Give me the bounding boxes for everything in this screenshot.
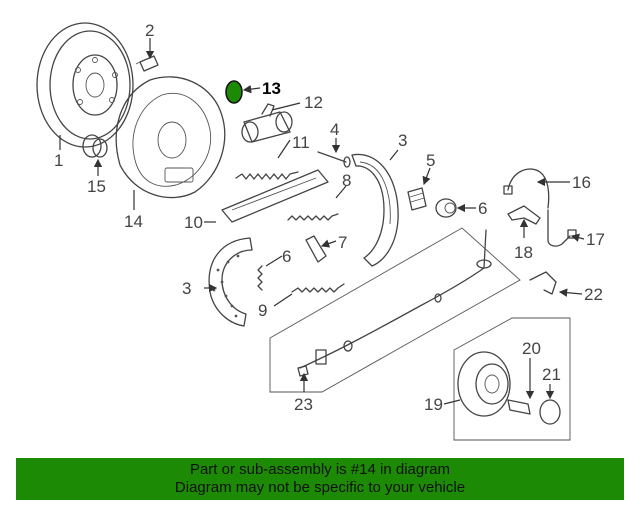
adjuster-spring-9[interactable]: [287, 213, 339, 221]
brake-shoe-lower[interactable]: [208, 237, 253, 327]
brake-hose[interactable]: [503, 168, 550, 209]
lever-8[interactable]: [305, 235, 327, 263]
callout-14: 13: [262, 79, 281, 98]
hose-bracket[interactable]: [507, 205, 541, 225]
callout-23: 22: [584, 285, 603, 304]
hub-assembly-box[interactable]: [453, 317, 571, 441]
backing-plate[interactable]: [115, 76, 226, 199]
callout-5: 5: [426, 151, 435, 170]
callout-3-upper: 3: [398, 131, 407, 150]
callout-16: 15: [87, 177, 106, 196]
callout-9: 8: [342, 171, 351, 190]
banner-line-part: Part or sub-assembly is #14 in diagram: [189, 461, 451, 478]
callout-19: 18: [514, 243, 533, 262]
callout-15: 14: [124, 212, 143, 231]
highlighted-plug-14[interactable]: [225, 80, 243, 104]
callout-8: 7: [338, 233, 347, 252]
parking-cable-box[interactable]: [269, 227, 521, 393]
callout-7: 6: [282, 247, 291, 266]
spring-10[interactable]: [291, 283, 345, 293]
banner-line-disclaimer: Diagram may not be specific to your vehi…: [174, 479, 466, 496]
brake-line[interactable]: [547, 209, 577, 247]
hold-down-pin[interactable]: [317, 151, 351, 168]
callout-21: 20: [522, 339, 541, 358]
return-spring-12[interactable]: [235, 171, 299, 180]
callout-6: 6: [478, 199, 487, 218]
wheel-bolt[interactable]: [135, 55, 159, 72]
brake-drum[interactable]: [36, 22, 134, 148]
callout-10: 9: [258, 301, 267, 320]
callout-2: 2: [145, 21, 154, 40]
info-banner: Part or sub-assembly is #14 in diagram D…: [16, 458, 624, 500]
callout-12: 11: [292, 133, 310, 152]
parts-diagram: 2 1 15 14 13 12 11 4 3 5 6 10 8 7 6 3 9 …: [36, 21, 605, 441]
callout-13: 12: [304, 93, 323, 112]
callout-labels: 2 1 15 14 13 12 11 4 3 5 6 10 8 7 6 3 9 …: [54, 21, 605, 414]
callout-4: 4: [330, 120, 339, 139]
callout-22: 21: [542, 365, 561, 384]
callout-18: 17: [586, 230, 605, 249]
clip[interactable]: [529, 271, 557, 295]
callout-1: 1: [54, 151, 63, 170]
leader-lines: [59, 38, 585, 405]
brake-shoe-upper[interactable]: [351, 153, 399, 267]
callout-24: 23: [294, 395, 313, 414]
callout-17: 16: [572, 173, 591, 192]
seal[interactable]: [435, 198, 457, 218]
bushing[interactable]: [82, 134, 108, 158]
callout-11: 10: [184, 213, 203, 232]
dust-boot[interactable]: [407, 187, 427, 211]
spring-7[interactable]: [257, 265, 263, 291]
strut-bar[interactable]: [221, 169, 329, 223]
callout-20: 19: [424, 395, 443, 414]
callout-3-lower: 3: [182, 279, 191, 298]
wheel-cylinder[interactable]: [241, 103, 293, 143]
